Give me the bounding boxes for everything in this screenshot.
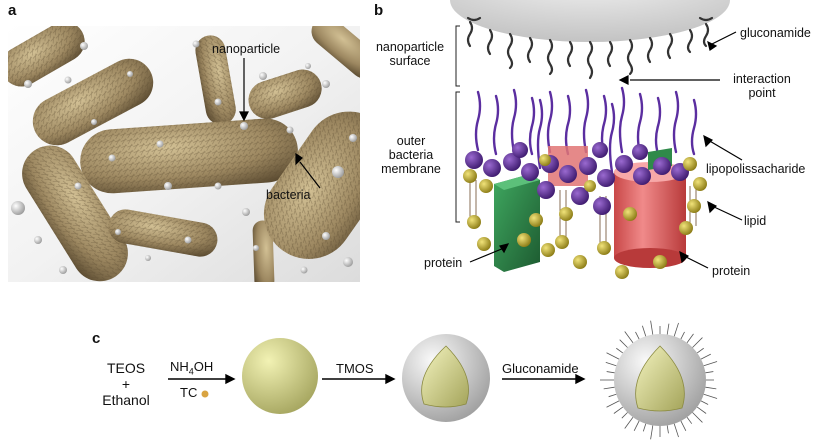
bacterium-left-lower: [22, 145, 128, 282]
reactant-teos: TEOS: [106, 360, 146, 376]
nanoparticle-surface-label: nanoparticle surface: [368, 40, 452, 68]
functionalized-particle: [600, 320, 718, 440]
bacterium-top-right-edge: [311, 26, 360, 79]
outer-membrane-label-line1: outer: [396, 134, 426, 148]
bacteria-scene: [8, 26, 360, 282]
protein-right-label: protein: [712, 264, 751, 278]
bacterium-top-center: [195, 35, 236, 125]
red-protein: [548, 146, 686, 268]
tc-dot: [201, 390, 209, 398]
bacterium-top-left: [8, 26, 85, 87]
nanoparticle-surface-label-line1: nanoparticle: [375, 40, 445, 54]
interaction-point-label-line2: point: [748, 86, 776, 100]
panel-a-letter: a: [8, 2, 17, 19]
bacterium-top-right: [248, 69, 322, 119]
gluconamide-chains: [466, 16, 714, 80]
lipid-tails: [469, 180, 697, 250]
outer-membrane-label-line3: membrane: [381, 162, 441, 176]
interaction-point-label-line1: interaction: [733, 72, 791, 86]
reagent-nh4oh-tail: OH: [193, 359, 214, 374]
bacterium-right-large: [263, 111, 360, 259]
reagent-tmos-label: TMOS: [336, 361, 374, 376]
panel-a-bacteria-render: [8, 26, 360, 282]
reagent-gluconamide-label: Gluconamide: [502, 361, 579, 376]
reactant-ethanol: Ethanol: [102, 392, 150, 408]
brackets: [455, 25, 460, 223]
bacterium-bottom-center: [108, 209, 218, 257]
reagent-tc-label: TC: [180, 385, 198, 400]
nanoparticles: [11, 40, 357, 274]
interaction-point-label: interaction point: [720, 72, 804, 100]
reagent-nh4oh-main: NH: [170, 359, 189, 374]
panel-c-letter: c: [92, 330, 101, 347]
outer-membrane-label-line2: bacteria: [388, 148, 434, 162]
synthesis-scheme: [168, 320, 718, 440]
reagent-nh4oh-sub: 4: [188, 366, 194, 377]
lps-chains: [474, 86, 698, 174]
reactant-plus: +: [121, 376, 131, 392]
bacteria-label: bacteria: [266, 188, 311, 202]
bacterium-center-large: [80, 118, 298, 194]
gluconamide-label: gluconamide: [740, 26, 811, 40]
protein-left-label: protein: [424, 256, 463, 270]
lipid-label: lipid: [744, 214, 767, 228]
outer-membrane-label: outer bacteria membrane: [376, 134, 446, 176]
reaction-arrows: [168, 373, 586, 385]
lipid-heads: [463, 154, 707, 279]
bacterium-upper-center: [32, 58, 154, 146]
lps-label: lipopolissacharide: [706, 162, 806, 176]
lps-heads: [465, 142, 689, 215]
reagent-nh4oh-label: NH4OH: [170, 360, 213, 379]
nanoparticle-surface: [450, 0, 730, 42]
reactants-label: TEOS + Ethanol: [94, 360, 158, 408]
nanoparticle-surface-label-line2: surface: [389, 54, 431, 68]
green-protein: [494, 148, 672, 272]
annotation-arrows-b: [469, 31, 743, 269]
core-shell-particle: [402, 334, 490, 422]
bacterium-bottom-right-small: [252, 220, 275, 282]
panel-b-letter: b: [374, 2, 384, 19]
silica-core-particle: [242, 338, 318, 414]
nanoparticle-label: nanoparticle: [212, 42, 281, 56]
annotation-arrows-a: [239, 58, 321, 189]
